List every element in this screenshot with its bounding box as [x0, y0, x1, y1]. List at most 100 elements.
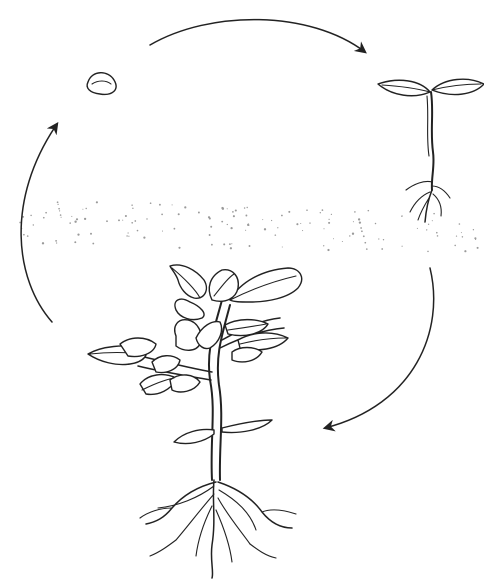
soil-speck: [178, 247, 180, 249]
soil-speck: [85, 208, 86, 209]
soil-speck: [230, 227, 232, 229]
soil-speck: [363, 235, 365, 237]
soil-speck: [328, 219, 329, 220]
soil-speck: [227, 224, 228, 225]
soil-speck: [275, 234, 277, 236]
arrow-seed-to-seedling: [150, 20, 365, 52]
soil-speck: [288, 211, 290, 213]
soil-speck: [244, 207, 246, 209]
soil-speck: [248, 224, 250, 226]
soil-speck: [57, 204, 58, 205]
soil-speck: [184, 206, 186, 208]
soil-speck: [353, 221, 354, 222]
soil-speck: [146, 218, 147, 219]
soil-speck: [323, 245, 324, 246]
soil-speck: [282, 246, 283, 247]
soil-speck: [45, 212, 47, 214]
soil-speck: [134, 220, 136, 222]
soil-speck: [84, 218, 86, 220]
soil-speck: [127, 232, 128, 233]
soil-speck: [162, 231, 163, 232]
soil-speck: [264, 228, 266, 230]
soil-speck: [161, 214, 163, 216]
soil-speck: [74, 221, 76, 223]
soil-speck: [247, 207, 248, 208]
soil-speck: [118, 219, 120, 221]
soil-speck: [60, 214, 62, 216]
soil-speck: [235, 209, 237, 211]
soil-speck: [58, 208, 60, 210]
soil-speck: [126, 235, 127, 236]
seed-icon: [87, 73, 116, 95]
soil-speck: [74, 241, 76, 243]
soil-speck: [331, 214, 332, 215]
soil-speck: [277, 227, 278, 228]
soil-speck: [43, 217, 45, 219]
soil-speck: [302, 230, 303, 231]
soil-speck: [33, 224, 34, 225]
soil-speck: [433, 213, 435, 215]
soil-speck: [436, 232, 438, 234]
soil-speck: [309, 222, 310, 223]
soil-speck: [459, 223, 461, 225]
soil-speck: [96, 201, 98, 203]
soil-speck: [106, 220, 108, 222]
soil-speck: [150, 202, 152, 204]
soil-speck: [174, 228, 176, 230]
seedling-icon: [378, 79, 484, 222]
arrow-plant-to-seed: [21, 124, 57, 322]
soil-speck: [42, 242, 44, 244]
soil-speck: [300, 223, 301, 224]
soil-speck: [143, 237, 145, 239]
soil-speck: [178, 213, 180, 215]
soil-speck: [432, 220, 433, 221]
soil-speck: [359, 221, 361, 223]
soil-speck: [122, 220, 123, 221]
soil-speck: [296, 223, 298, 225]
soil-speck: [417, 228, 418, 229]
soil-speck: [262, 219, 263, 220]
soil-speck: [342, 241, 343, 242]
soil-speck: [128, 236, 129, 237]
soil-speck: [333, 238, 334, 239]
soil-speck: [159, 204, 161, 206]
soil-speck: [57, 201, 59, 203]
soil-speck: [323, 228, 324, 229]
cycle-arrows: [21, 20, 434, 428]
soil-speck: [210, 226, 212, 228]
soil-speck: [375, 223, 377, 225]
soil-speck: [366, 248, 368, 250]
soil-speck: [61, 217, 62, 218]
soil-speck: [320, 212, 321, 213]
soil-speck: [223, 243, 225, 245]
soil-speck: [230, 247, 232, 249]
soil-speck: [23, 234, 25, 236]
tomato-plant-icon: [88, 265, 302, 578]
soil-speck: [245, 215, 247, 217]
soil-speck: [198, 212, 200, 214]
soil-speck: [354, 211, 356, 213]
soil-speck: [229, 243, 231, 245]
soil-speck: [437, 235, 439, 237]
soil-speck: [364, 242, 366, 244]
soil-speck: [378, 238, 379, 239]
soil-speck: [131, 222, 133, 224]
soil-speck: [221, 207, 223, 209]
soil-speck: [76, 218, 78, 220]
soil-speck: [349, 235, 350, 236]
soil-speck: [211, 244, 213, 246]
soil-speck: [209, 234, 211, 236]
soil-speck: [427, 251, 429, 253]
soil-speck: [322, 209, 324, 211]
soil-speck: [401, 216, 402, 217]
soil-speck: [233, 215, 235, 217]
soil-speck: [77, 234, 79, 236]
soil-speck: [227, 208, 228, 209]
soil-speck: [125, 215, 127, 217]
soil-speck: [426, 229, 427, 230]
soil-speck: [245, 230, 246, 231]
soil-speck: [132, 208, 133, 209]
soil-speck: [59, 210, 60, 211]
soil-speck: [131, 204, 133, 206]
soil-speck: [232, 211, 234, 213]
